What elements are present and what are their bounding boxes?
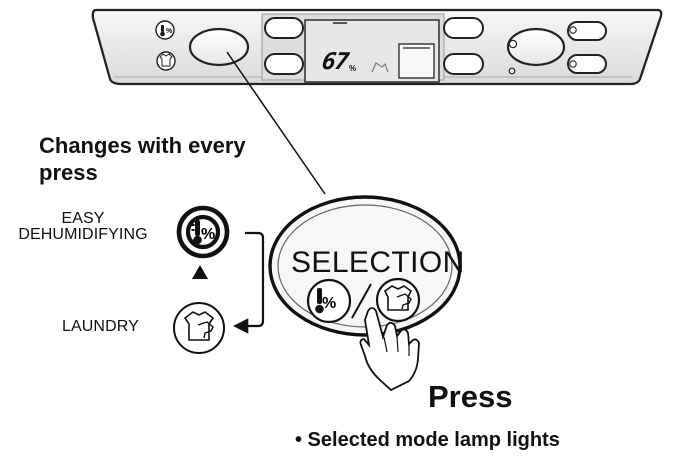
panel-left-buttons[interactable]: [264, 17, 304, 75]
small-thermometer-percent-icon: %: [155, 20, 175, 40]
mode-cycle-arrows: [192, 231, 265, 334]
press-label: Press: [428, 379, 513, 414]
selection-dehumidifying-icon: %: [306, 278, 352, 324]
changes-headline: Changes with every press: [39, 133, 246, 185]
display-value: 67: [320, 49, 350, 75]
laundry-label: LAUNDRY: [62, 318, 139, 335]
panel-selection-button[interactable]: [188, 27, 250, 67]
svg-text:%: %: [322, 295, 336, 312]
svg-text:%: %: [166, 28, 173, 35]
selection-laundry-icon: [375, 277, 421, 323]
panel-right-buttons[interactable]: [567, 21, 607, 74]
small-shirt-icon: [156, 51, 176, 71]
selection-label: SELECTION: [291, 246, 465, 279]
panel-power-button[interactable]: [506, 27, 566, 75]
selected-mode-lamp-note: • Selected mode lamp lights: [295, 429, 560, 451]
pressing-hand-icon: [359, 307, 420, 392]
laundry-icon: [173, 302, 225, 354]
easy-dehumidifying-icon: %: [176, 205, 230, 259]
callout-connector: [226, 51, 326, 195]
selection-divider: [351, 283, 372, 319]
panel-middle-buttons[interactable]: [443, 17, 484, 75]
svg-text:%: %: [201, 226, 215, 243]
easy-dehumidifying-label: EASY DEHUMIDIFYING: [18, 210, 148, 244]
display-unit: %: [349, 64, 357, 73]
